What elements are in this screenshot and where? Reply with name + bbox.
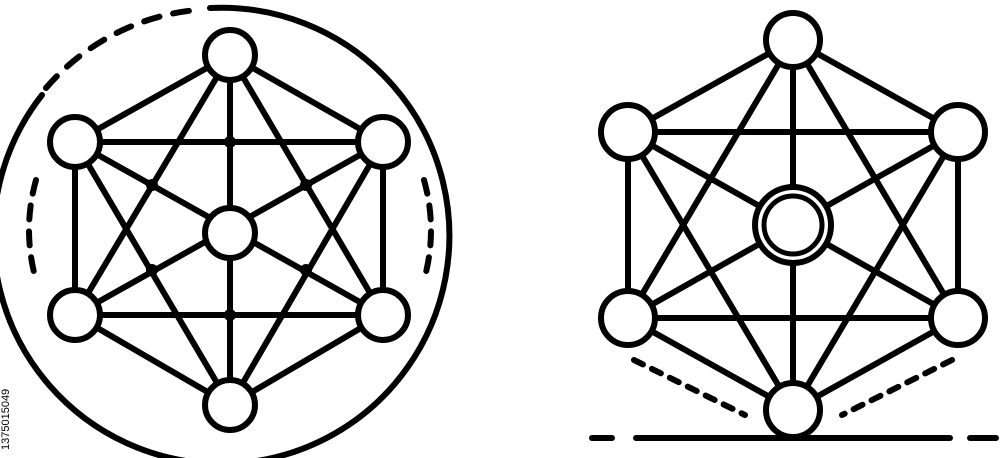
network-circle-icon [0, 4, 453, 458]
left-bracket-dashed [26, 177, 39, 283]
outer-ring-solid [0, 4, 453, 458]
stock-id-watermark: 1375015049 [0, 388, 12, 450]
center-hub [752, 184, 834, 266]
network-nodes [47, 27, 411, 433]
left-support-dashed [631, 357, 748, 418]
network-hexagon-icon [589, 10, 999, 441]
right-bracket-dashed [421, 177, 434, 283]
junction-dots [146, 136, 312, 321]
right-support-dashed [839, 357, 955, 418]
hexagon-nodes [598, 10, 988, 440]
outer-ring-dashed [43, 7, 199, 91]
